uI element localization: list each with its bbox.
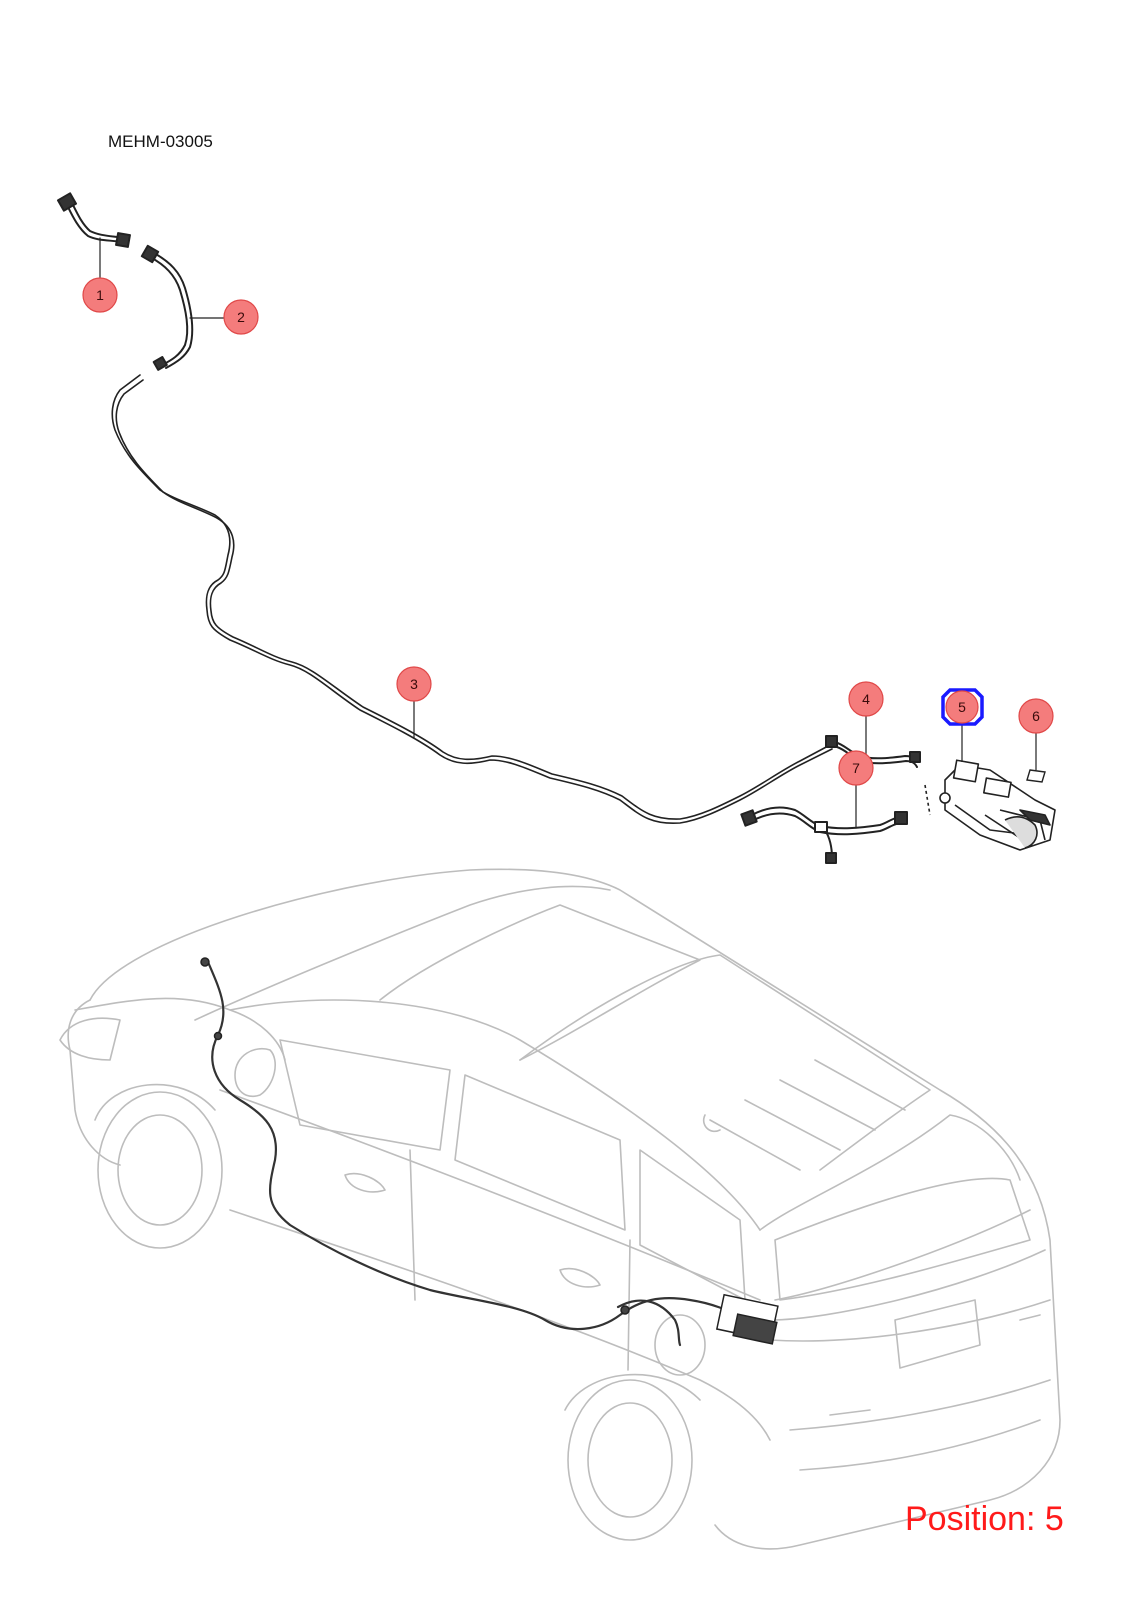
callout-7-label: 7	[852, 760, 860, 776]
code-label: MEHM-03005	[108, 132, 213, 151]
part-2-hose	[140, 244, 228, 371]
vehicle-outline	[59, 868, 1061, 1550]
callout-6-label: 6	[1032, 708, 1040, 724]
part-3-line	[111, 374, 833, 825]
callout-3[interactable]: 3	[396, 666, 432, 702]
part-6-clip	[1026, 730, 1046, 783]
callout-1[interactable]: 1	[82, 277, 118, 313]
callout-2-label: 2	[237, 309, 245, 325]
callout-2[interactable]: 2	[223, 299, 259, 335]
callout-1-label: 1	[96, 287, 104, 303]
callout-5[interactable]: 5	[941, 688, 984, 726]
selected-outline	[941, 688, 984, 726]
part-1-hose	[56, 192, 131, 281]
callout-7[interactable]: 7	[838, 750, 874, 786]
part-7-hose	[740, 779, 908, 864]
part-4-hose	[825, 715, 921, 768]
vehicle-fuel-line	[206, 960, 747, 1347]
callout-6[interactable]: 6	[1018, 698, 1054, 734]
callout-4-label: 4	[862, 691, 870, 707]
vehicle-canister-assembly	[200, 957, 779, 1345]
callout-5-label: 5	[958, 699, 966, 715]
position-label: Position: 5	[905, 1500, 1064, 1538]
callout-3-label: 3	[410, 676, 418, 692]
part-5-canister	[924, 719, 1056, 851]
callout-4[interactable]: 4	[848, 681, 884, 717]
